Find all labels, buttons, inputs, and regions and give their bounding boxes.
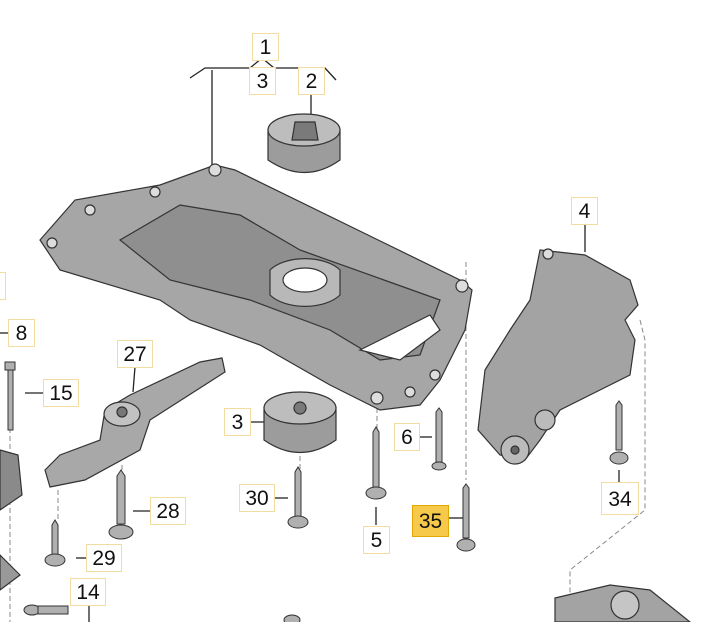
bolt-15 (4, 361, 16, 431)
bolt-30 (287, 466, 309, 529)
bolt-6 (431, 407, 447, 471)
callout-6[interactable]: 6 (394, 423, 420, 451)
callout-3-top[interactable]: 3 (249, 67, 276, 95)
subframe (39, 163, 473, 411)
callout-2[interactable]: 2 (298, 67, 325, 95)
callout-27[interactable]: 27 (117, 340, 153, 368)
callout-34[interactable]: 34 (601, 482, 639, 515)
bolt-28 (108, 469, 134, 540)
bolt-14 (23, 604, 69, 616)
callout-14[interactable]: 14 (70, 578, 106, 606)
callout-8[interactable]: 8 (8, 319, 35, 347)
callout-35-highlighted[interactable]: 35 (412, 505, 449, 537)
callout-5[interactable]: 5 (363, 526, 390, 554)
bolt-35 (456, 483, 476, 552)
bolt-5 (365, 426, 387, 500)
callout-4[interactable]: 4 (571, 197, 598, 225)
callout-3-lower[interactable]: 3 (224, 408, 251, 436)
callout-partial[interactable] (0, 272, 6, 300)
mount-part-3 (263, 391, 337, 454)
callout-29[interactable]: 29 (86, 544, 122, 572)
partial-parts-left (0, 449, 23, 591)
mount-part-2 (267, 113, 341, 174)
bolts (4, 361, 629, 622)
torque-arm-part-27 (44, 357, 226, 488)
bolt-partial-bottom (283, 614, 301, 622)
callout-28[interactable]: 28 (150, 497, 186, 525)
callout-1[interactable]: 1 (252, 33, 279, 61)
bracket-part-4 (477, 248, 639, 465)
callout-30[interactable]: 30 (239, 484, 275, 512)
callout-15[interactable]: 15 (43, 379, 79, 407)
bolt-29 (44, 519, 66, 567)
mount-bracket-partial (554, 584, 691, 622)
bolt-34 (609, 400, 629, 465)
